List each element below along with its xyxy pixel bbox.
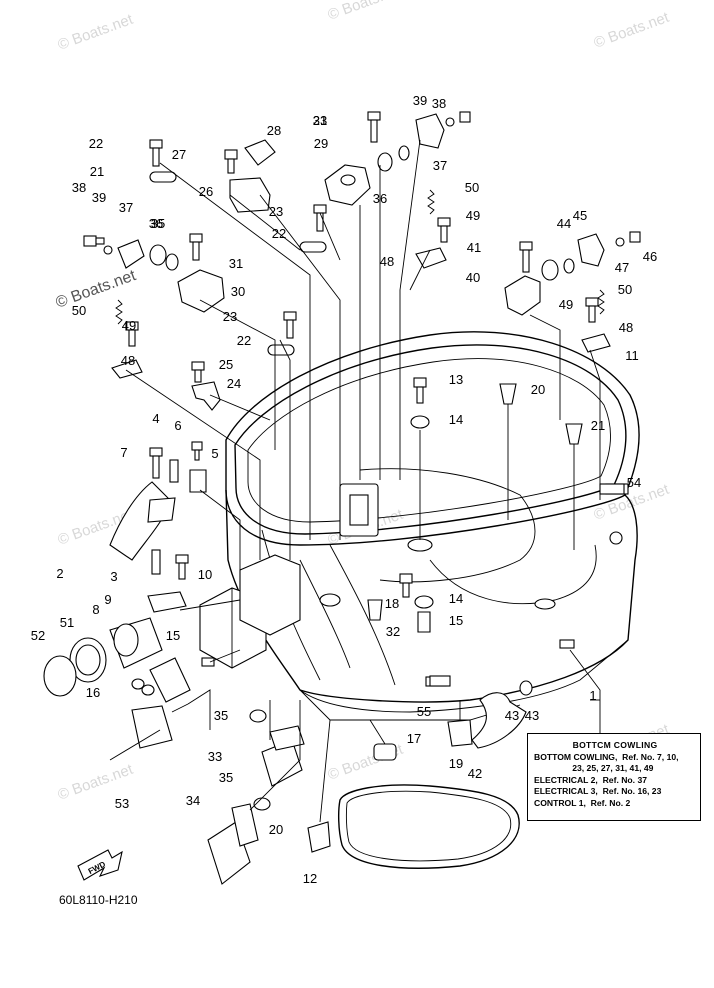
callout-17: 17	[407, 731, 421, 746]
reference-line: 23, 25, 27, 31, 41, 49	[534, 763, 654, 773]
callout-2: 2	[56, 566, 63, 581]
callout-28: 28	[267, 123, 281, 138]
callout-47: 47	[615, 260, 629, 275]
leader-lines	[125, 139, 601, 823]
callout-6: 6	[174, 418, 181, 433]
callout-50: 50	[72, 303, 86, 318]
reference-line: ELECTRICAL 2, Ref. No. 37	[534, 774, 648, 785]
callout-14: 14	[449, 591, 463, 606]
callout-21: 21	[90, 164, 104, 179]
callout-51: 51	[60, 615, 74, 630]
callout-10: 10	[198, 567, 212, 582]
callout-48: 48	[380, 254, 394, 269]
drawing-number: 60L8110-H210	[59, 893, 138, 907]
callout-35: 35	[151, 216, 165, 231]
callout-35: 35	[219, 770, 233, 785]
callout-31: 31	[229, 256, 243, 271]
watermark-text: © Boats.net	[56, 11, 136, 54]
watermark-text-dark: © Boats.net	[54, 267, 139, 312]
callout-27: 27	[172, 147, 186, 162]
callout-12: 12	[303, 871, 317, 886]
callout-49: 49	[559, 297, 573, 312]
callout-22: 22	[272, 226, 286, 241]
reference-line: ELECTRICAL 3, Ref. No. 16, 23	[534, 786, 662, 796]
callout-20: 20	[269, 822, 283, 837]
callout-5: 5	[211, 446, 218, 461]
callout-46: 46	[643, 249, 657, 264]
callout-39: 39	[92, 190, 106, 205]
callout-39: 39	[413, 93, 427, 108]
callout-20: 20	[531, 382, 545, 397]
callout-15: 15	[166, 628, 180, 643]
callout-37: 37	[433, 158, 447, 173]
callout-52: 52	[31, 628, 45, 643]
callout-8: 8	[92, 602, 99, 617]
callout-24: 24	[227, 376, 241, 391]
watermark-text: © Boats.net	[592, 9, 672, 52]
callout-50: 50	[618, 282, 632, 297]
callout-26: 26	[199, 184, 213, 199]
callout-33: 33	[208, 749, 222, 764]
callout-48: 48	[121, 353, 135, 368]
callout-1: 1	[589, 688, 596, 703]
callout-37: 37	[119, 200, 133, 215]
callout-49: 49	[122, 318, 136, 333]
callout-42: 42	[468, 766, 482, 781]
gasket-12	[337, 784, 520, 869]
callout-22: 22	[237, 333, 251, 348]
callout-23: 23	[313, 113, 327, 128]
watermark-text: © Boats.net	[326, 0, 406, 24]
callout-23: 23	[223, 309, 237, 324]
callout-32: 32	[386, 624, 400, 639]
callout-36: 36	[373, 191, 387, 206]
callout-34: 34	[186, 793, 200, 808]
callout-31: 31	[313, 113, 327, 128]
reference-line: CONTROL 1, Ref. No. 2	[534, 797, 631, 808]
callout-21: 21	[591, 418, 605, 433]
hardware-parts	[43, 111, 641, 885]
callout-23: 23	[269, 204, 283, 219]
callout-38: 38	[432, 96, 446, 111]
callout-56: 56	[0, 0, 7, 3]
callout-4: 4	[152, 411, 159, 426]
callout-36: 36	[149, 216, 163, 231]
callout-18: 18	[385, 596, 399, 611]
callout-22: 22	[89, 136, 103, 151]
callout-43: 43	[505, 708, 519, 723]
callout-14: 14	[449, 412, 463, 427]
callout-3: 3	[110, 569, 117, 584]
callout-43: 43	[525, 708, 539, 723]
callout-29: 29	[314, 136, 328, 151]
reference-box: BOTTCM COWLING BOTTOM COWLING, Ref. No. …	[527, 733, 701, 821]
callout-48: 48	[619, 320, 633, 335]
callout-13: 13	[449, 372, 463, 387]
watermark-layer: © Boats.net © Boats.net © Boats.net © Boats…	[54, 0, 672, 804]
callout-30: 30	[231, 284, 245, 299]
callout-19: 19	[449, 756, 463, 771]
callout-16: 16	[86, 685, 100, 700]
callout-35: 35	[214, 708, 228, 723]
callout-41: 41	[467, 240, 481, 255]
callout-15: 15	[449, 613, 463, 628]
callout-9: 9	[104, 592, 111, 607]
callout-38: 38	[72, 180, 86, 195]
reference-line: BOTTOM COWLING, Ref. No. 7, 10,	[534, 751, 679, 762]
callout-40: 40	[466, 270, 480, 285]
callout-49: 49	[466, 208, 480, 223]
callout-55: 55	[417, 704, 431, 719]
callout-53: 53	[115, 796, 129, 811]
callout-45: 45	[573, 208, 587, 223]
callout-50: 50	[465, 180, 479, 195]
callout-54: 54	[627, 475, 641, 490]
callout-7: 7	[120, 445, 127, 460]
callout-25: 25	[219, 357, 233, 372]
reference-title: BOTTCM COWLING	[572, 740, 658, 750]
callout-44: 44	[557, 216, 571, 231]
callout-11: 11	[625, 348, 639, 363]
